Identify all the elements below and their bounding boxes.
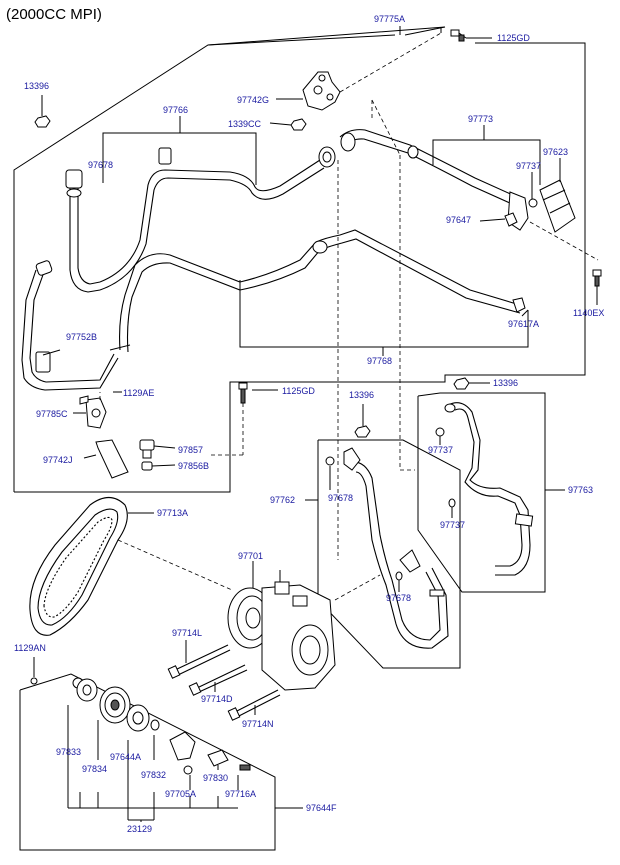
label-97713a: 97713A <box>157 508 188 518</box>
bolt-1140ex <box>529 221 602 305</box>
label-97856b: 97856B <box>178 461 209 471</box>
label-1339cc: 1339CC <box>228 119 262 129</box>
label-97716a: 97716A <box>225 789 256 799</box>
label-97644a: 97644A <box>110 752 141 762</box>
label-97857: 97857 <box>178 445 203 455</box>
label-97742g: 97742G <box>237 95 269 105</box>
label-13396-top: 13396 <box>24 81 49 91</box>
label-97701: 97701 <box>238 551 263 561</box>
clamp-97785c <box>73 391 122 429</box>
label-97714n: 97714N <box>242 719 274 729</box>
label-97714l: 97714L <box>172 628 202 638</box>
label-97737-low: 97737 <box>440 520 465 530</box>
label-97678-mid: 97678 <box>328 493 353 503</box>
nut-13396-mid <box>354 404 371 438</box>
bracket-97742j <box>83 439 129 479</box>
part-labels: 97775A 1125GD 13396 97766 97742G 1339CC … <box>14 14 604 834</box>
hose-97762-box <box>305 439 461 669</box>
label-97714d: 97714D <box>201 694 233 704</box>
label-97763: 97763 <box>568 485 593 495</box>
label-97742j: 97742J <box>43 455 73 465</box>
label-97775a: 97775A <box>374 14 405 24</box>
label-1140ex: 1140EX <box>573 308 604 318</box>
bolt-97714n <box>227 689 281 721</box>
hose-97752b <box>21 260 131 391</box>
label-1129ae: 1129AE <box>123 388 154 398</box>
bolt-1125gd-top <box>450 29 492 42</box>
bolt-97856b <box>141 461 176 471</box>
bracket-97742g <box>276 32 442 111</box>
receiver-97623 <box>539 158 576 233</box>
label-13396-right: 13396 <box>493 378 518 388</box>
nut-13396-top <box>34 95 51 128</box>
label-1129an: 1129AN <box>14 643 46 653</box>
label-97678-top: 97678 <box>88 160 113 170</box>
belt-97713a <box>29 496 154 636</box>
idler-assembly-97644f <box>19 673 303 851</box>
label-97617a: 97617A <box>508 319 539 329</box>
label-97762: 97762 <box>270 495 295 505</box>
label-97678-low: 97678 <box>386 593 411 603</box>
label-97647: 97647 <box>446 215 471 225</box>
nut-13396-right <box>453 377 490 390</box>
label-97737-mid: 97737 <box>428 445 453 455</box>
label-23129: 23129 <box>127 824 152 834</box>
label-1125gd-top: 1125GD <box>497 33 530 43</box>
bolt-1129an <box>30 657 38 685</box>
label-97737-top: 97737 <box>516 161 541 171</box>
bolt-97714l <box>167 640 231 679</box>
label-97768: 97768 <box>367 356 392 366</box>
label-97773: 97773 <box>468 114 493 124</box>
label-97834: 97834 <box>82 764 107 774</box>
bolt-97714d <box>188 664 248 696</box>
nut-1339cc <box>269 118 307 131</box>
label-97705a: 97705A <box>165 789 196 799</box>
label-97833: 97833 <box>56 747 81 757</box>
hose-97763-box <box>417 392 565 593</box>
hose-97766 <box>65 116 336 293</box>
diagram-title: (2000CC MPI) <box>6 6 102 23</box>
hose-97773 <box>339 125 541 231</box>
label-97832: 97832 <box>141 770 166 780</box>
label-97623: 97623 <box>543 147 568 157</box>
label-97766: 97766 <box>163 105 188 115</box>
hose-97768 <box>119 229 529 356</box>
label-97752b: 97752B <box>66 332 97 342</box>
label-1125gd-mid: 1125GD <box>282 386 315 396</box>
label-97785c: 97785C <box>36 409 68 419</box>
compressor-97701 <box>227 561 381 691</box>
label-13396-mid: 13396 <box>349 390 374 400</box>
grommet-97857 <box>139 439 176 459</box>
label-97830: 97830 <box>203 773 228 783</box>
label-97644f: 97644F <box>306 803 337 813</box>
bolt-1125gd-mid <box>210 382 278 456</box>
